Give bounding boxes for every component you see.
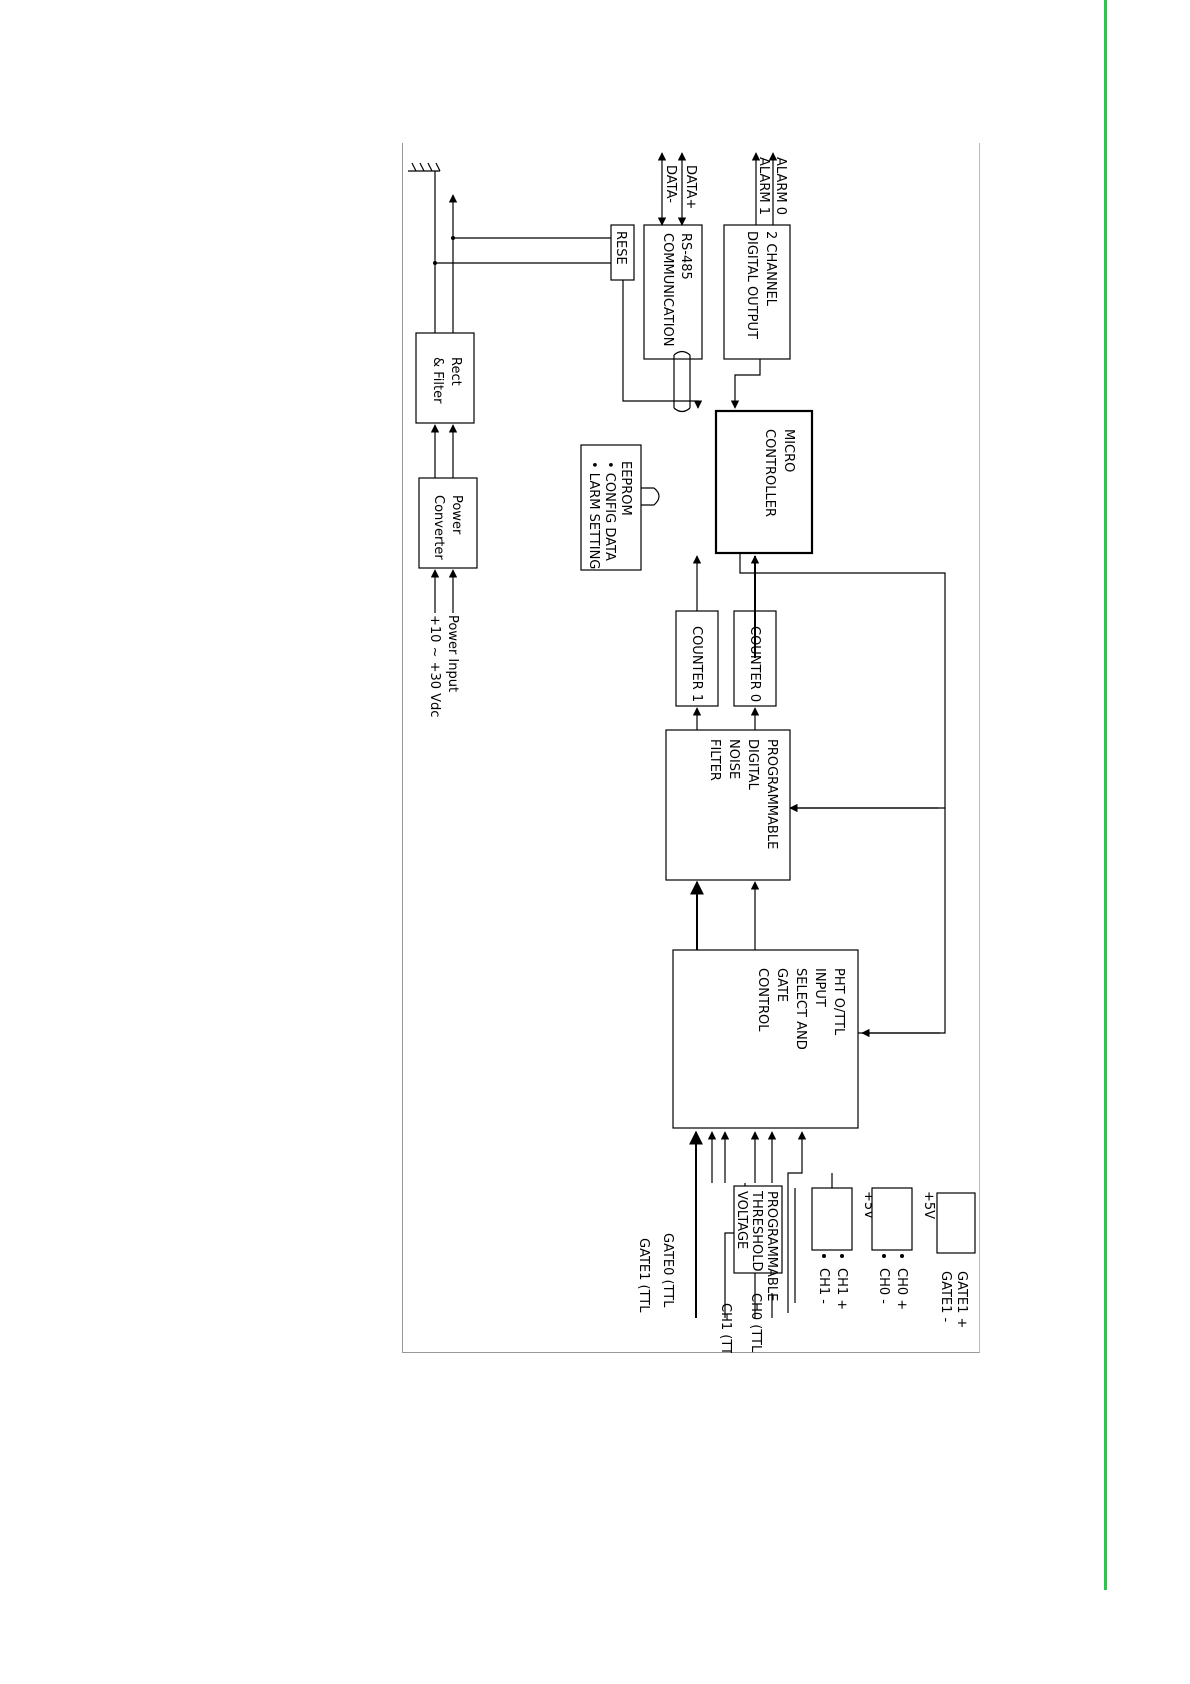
power-converter-block: Power Converter Power Input +10 ~ +30 Vd…: [418, 477, 478, 717]
mcu-line1: MICRO: [781, 429, 796, 472]
threshold-line3: VOLTAGE: [734, 1191, 749, 1249]
micro-controller-block: MICRO CONTROLLER: [634, 409, 814, 555]
ch0-plus-label: CH0 +: [894, 1268, 909, 1310]
threshold-line1: PROGRAMMABLE: [764, 1191, 779, 1301]
gate1-minus-label: GATE1 -: [938, 1271, 953, 1323]
opto-ch1: +5V CH1 + CH1 -: [811, 1173, 876, 1310]
ch0-ttl-label: CH0 (TTL: [748, 1293, 763, 1353]
ttl-inputs: CH0 (TTL CH1 (TTL GATE0 (TTL GATE1 (TTL: [636, 1233, 763, 1363]
mcu-line2: CONTROLLER: [762, 429, 777, 517]
gate0-ttl-label: GATE0 (TTL: [660, 1233, 675, 1308]
rs485-line1: RS-485: [678, 233, 693, 280]
eeprom-line2: • CONFIG DATA: [602, 461, 617, 561]
alarm0-label: ALARM 0: [773, 157, 788, 215]
gate1-plus-label: GATE1 +: [954, 1271, 969, 1328]
power-bus-lines: [433, 171, 634, 333]
ch1-plus-label: CH1 +: [834, 1268, 849, 1310]
page-edge-accent-bar: [1104, 0, 1107, 1590]
ground-symbol: [408, 162, 441, 172]
noise-filter-line2: DIGITAL: [745, 739, 760, 791]
digital-output-line2: DIGITAL OUTPUT: [744, 231, 759, 339]
mcu-control-line: [739, 553, 946, 1038]
diagram-frame: [402, 143, 980, 1353]
ch0-minus-label: CH0 -: [876, 1268, 891, 1304]
block-diagram-svg: RESE Rect & Filter Power Converter Power…: [408, 152, 976, 1363]
noise-filter-line3: NOISE: [726, 739, 741, 779]
gate-control-line4: GATE: [774, 968, 789, 1002]
reset-block: RESE: [610, 224, 703, 409]
mcu-bus: [673, 350, 761, 413]
counter0-label: COUNTER 0: [747, 626, 762, 702]
rs485-line2: COMMUNICATION: [660, 233, 675, 347]
counter1-block: COUNTER 1: [675, 555, 719, 707]
ch1-minus-label: CH1 -: [816, 1268, 831, 1304]
rect-filter-line1: Rect: [448, 357, 463, 386]
gate-control-block: PHT O/TTL INPUT SELECT AND GATE CONTROL: [672, 880, 859, 1129]
threshold-line2: THRESHOLD: [749, 1190, 764, 1271]
gate1-ttl-label: GATE1 (TTL: [636, 1238, 651, 1313]
opto-ch0: +5V CH0 + CH0 -: [871, 1187, 936, 1310]
gate-control-line3: SELECT AND: [793, 968, 808, 1050]
eeprom-line3: • LARM SETTING: [586, 461, 601, 569]
threshold-block: PROGRAMMABLE THRESHOLD VOLTAGE: [733, 1185, 783, 1301]
counter1-label: COUNTER 1: [689, 626, 704, 702]
power-input-label: Power Input: [445, 615, 460, 692]
noise-filter-block: PROGRAMMABLE DIGITAL NOISE FILTER: [665, 707, 791, 881]
digital-output-block: 2 CHANNEL DIGITAL OUTPUT ALARM 0 ALARM 1: [723, 152, 791, 360]
plus5v-label-ch0: +5V: [921, 1191, 936, 1219]
ch1-ttl-label: CH1 (TTL: [718, 1303, 733, 1353]
rect-filter-block: Rect & Filter: [415, 332, 475, 478]
opto-gate1: GATE1 + GATE1 -: [936, 1192, 976, 1328]
power-converter-line1: Power: [449, 495, 464, 535]
data-plus-label: DATA+: [683, 165, 698, 209]
gate-control-line2: INPUT: [812, 968, 827, 1007]
noise-filter-line4: FILTER: [707, 739, 722, 781]
data-minus-label: DATA-: [663, 165, 678, 203]
reset-label: RESE: [613, 231, 628, 265]
power-converter-line2: Converter: [431, 495, 446, 560]
gate-control-line5: CONTROL: [755, 968, 770, 1032]
rect-filter-line2: & Filter: [430, 357, 445, 404]
alarm1-label: ALARM 1: [756, 157, 771, 215]
counter0-block: COUNTER 0: [733, 555, 777, 707]
opto-inputs: +5V CH1 + CH1 - +5V CH0 + CH0 - GATE1 + …: [811, 1173, 976, 1328]
eeprom-block: EEPROM • CONFIG DATA • LARM SETTING: [580, 444, 642, 571]
noise-filter-line1: PROGRAMMABLE: [764, 739, 779, 849]
eeprom-line1: EEPROM: [618, 461, 633, 516]
gate-control-line1: PHT O/TTL: [831, 968, 846, 1036]
rs485-block: RS-485 COMMUNICATION DATA+ DATA-: [643, 152, 703, 360]
digital-output-line1: 2 CHANNEL: [763, 231, 778, 307]
block-diagram: RESE Rect & Filter Power Converter Power…: [402, 143, 980, 1363]
power-range-label: +10 ~ +30 Vdc: [427, 615, 442, 717]
